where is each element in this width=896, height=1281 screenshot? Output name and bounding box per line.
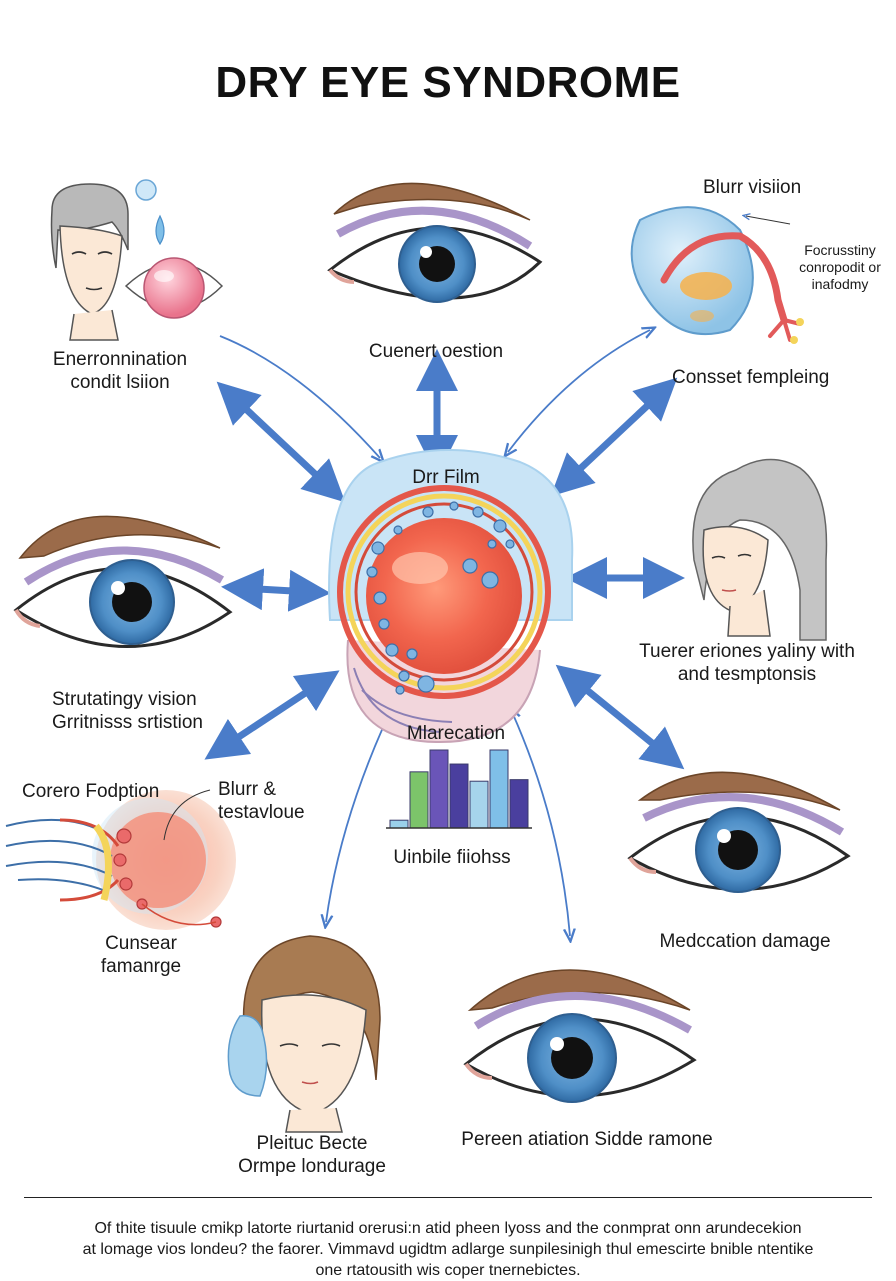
- thin-arrow-down-left: [326, 712, 390, 922]
- label-cunsear-line2: famanrge: [100, 956, 182, 977]
- label-center-film: Drr Film: [412, 467, 480, 488]
- mini-chart-bar-2: [409, 771, 429, 829]
- label-blur-note-line3: inafodmy: [811, 276, 869, 292]
- label-marecation: Mlarecation: [406, 723, 506, 744]
- label-pleituc-line2: Ormpe londurage: [238, 1156, 386, 1177]
- label-consset: Consset fempleing: [672, 367, 830, 388]
- label-environment-line2: condit lsiion: [70, 372, 170, 393]
- label-blur-note-line2: conropodit or: [799, 259, 881, 275]
- arrow-top-right: [550, 377, 678, 497]
- eye-bottom-right: [463, 969, 697, 1103]
- person-environmental-icon: [50, 179, 224, 341]
- thin-arrow-env: [219, 335, 380, 458]
- label-cunsear-line1: Cunsear: [105, 933, 177, 954]
- label-tuerer-line1: Tuerer eriones yaliny with: [639, 641, 855, 662]
- thin-arrow-blur: [508, 330, 650, 452]
- footer-line-1: Of thite tisuule cmikp latorte riurtanid…: [94, 1220, 802, 1237]
- mini-chart-bar-5: [469, 780, 489, 829]
- label-tuerer-line2: and tesmptonsis: [677, 664, 817, 685]
- page-title: DRY EYE SYNDROME: [215, 58, 681, 107]
- label-medcation: Medccation damage: [659, 931, 831, 952]
- arrow-top-left: [216, 381, 346, 503]
- corneal-illustration: [5, 789, 236, 930]
- label-blur-note: Focrusstiny conropodit or inafodmy: [790, 242, 890, 293]
- label-current: Cuenert oestion: [368, 341, 504, 362]
- label-environment-line1: Enerronnination: [52, 349, 188, 370]
- label-pleituc-line1: Pleituc Becte: [256, 1133, 368, 1154]
- label-cunsear: Cunsear famanrge: [66, 932, 216, 978]
- label-blurr-side: Blurr & testavloue: [218, 778, 305, 824]
- arrow-bottom-left: [204, 670, 340, 760]
- label-strutating-line1: Strutatingy vision: [52, 689, 197, 710]
- footer-divider: [24, 1197, 872, 1198]
- label-tuerer: Tuerer eriones yaliny with and tesmptons…: [612, 640, 882, 686]
- label-environment: Enerronnination condit lsiion: [40, 348, 200, 394]
- label-pereen: Pereen atiation Sidde ramone: [461, 1129, 713, 1150]
- footer-text: Of thite tisuule cmikp latorte riurtanid…: [20, 1218, 876, 1281]
- mini-chart-bar-6: [489, 749, 509, 829]
- label-blur-title: Blurr visiion: [703, 177, 802, 198]
- eye-top-center: [327, 182, 543, 303]
- center-tear-film-illustration: [328, 449, 574, 744]
- label-corero: Corero Fodption: [22, 781, 160, 802]
- arrow-left: [221, 568, 331, 612]
- arrow-bottom-right: [555, 664, 685, 770]
- label-blur-note-line1: Focrusstiny: [804, 242, 876, 258]
- mini-chart-bar-3: [429, 749, 449, 829]
- eye-left: [13, 515, 233, 648]
- person-brown-hair-icon: [227, 935, 381, 1133]
- label-blurr-side-line1: Blurr &: [218, 779, 277, 800]
- label-uinbile: Uinbile fiiohss: [393, 847, 511, 868]
- eye-right-bottom: [627, 771, 851, 893]
- blur-vision-illustration: [630, 206, 804, 344]
- mini-bar-chart: [386, 749, 532, 829]
- label-strutating: Strutatingy vision Grritnisss srtistion: [52, 688, 203, 734]
- mini-chart-bar-7: [509, 779, 529, 829]
- connector-arrows: [204, 330, 685, 936]
- thin-arrow-down-right: [512, 712, 570, 936]
- footer-line-2: at lomage vios londeu? the faorer. Vimma…: [82, 1241, 814, 1258]
- person-gray-hair-icon: [692, 458, 828, 641]
- footer-line-3: one rtatousith wis coper tnernebictes.: [315, 1262, 581, 1279]
- label-blurr-side-line2: testavloue: [218, 802, 305, 823]
- mini-chart-bar-1: [389, 819, 409, 829]
- label-strutating-line2: Grritnisss srtistion: [52, 712, 203, 733]
- mini-chart-bar-4: [449, 763, 469, 829]
- label-pleituc: Pleituc Becte Ormpe londurage: [212, 1132, 412, 1178]
